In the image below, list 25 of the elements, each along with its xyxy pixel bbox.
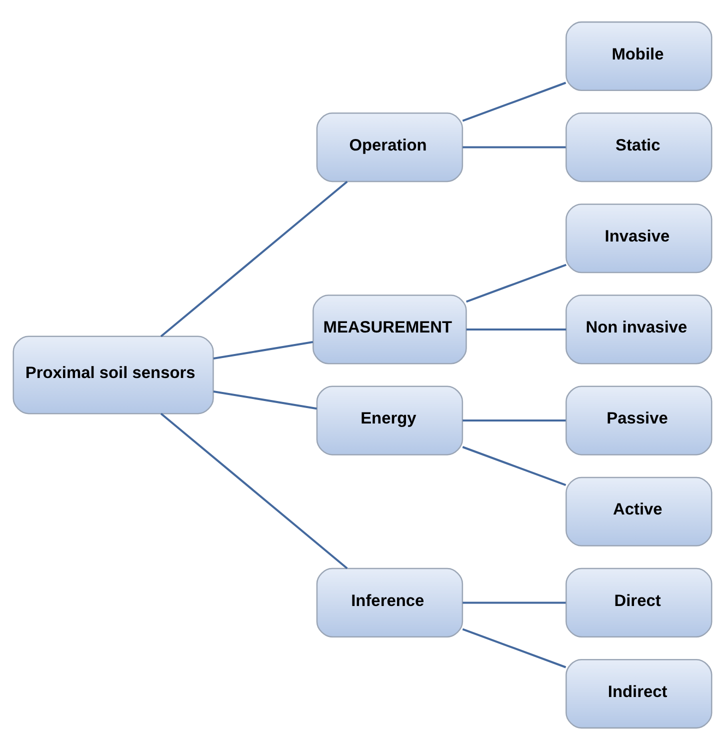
node-box: Energy xyxy=(316,386,464,456)
node-box: Non invasive xyxy=(566,294,712,364)
node-box: Direct xyxy=(566,568,712,638)
connector xyxy=(466,328,566,330)
connector xyxy=(462,420,566,422)
node-box: Mobile xyxy=(566,21,712,91)
node-box: Static xyxy=(566,112,712,182)
connector xyxy=(213,341,314,360)
node-box: Passive xyxy=(566,386,712,456)
node-box: MEASUREMENT xyxy=(312,294,467,364)
node-box: Indirect xyxy=(566,659,712,729)
connector xyxy=(213,390,317,410)
node-box: Invasive xyxy=(566,204,712,274)
connector xyxy=(160,180,348,338)
connector xyxy=(160,412,348,570)
node-box: Proximal soil sensors xyxy=(12,336,214,414)
connector xyxy=(462,146,566,148)
node-box: Inference xyxy=(316,568,464,638)
node-box: Active xyxy=(566,476,712,546)
node-box: Operation xyxy=(316,112,464,182)
connector xyxy=(462,446,566,486)
connector xyxy=(462,82,566,122)
connector xyxy=(462,628,566,668)
connector xyxy=(462,602,566,604)
connector xyxy=(466,264,566,303)
